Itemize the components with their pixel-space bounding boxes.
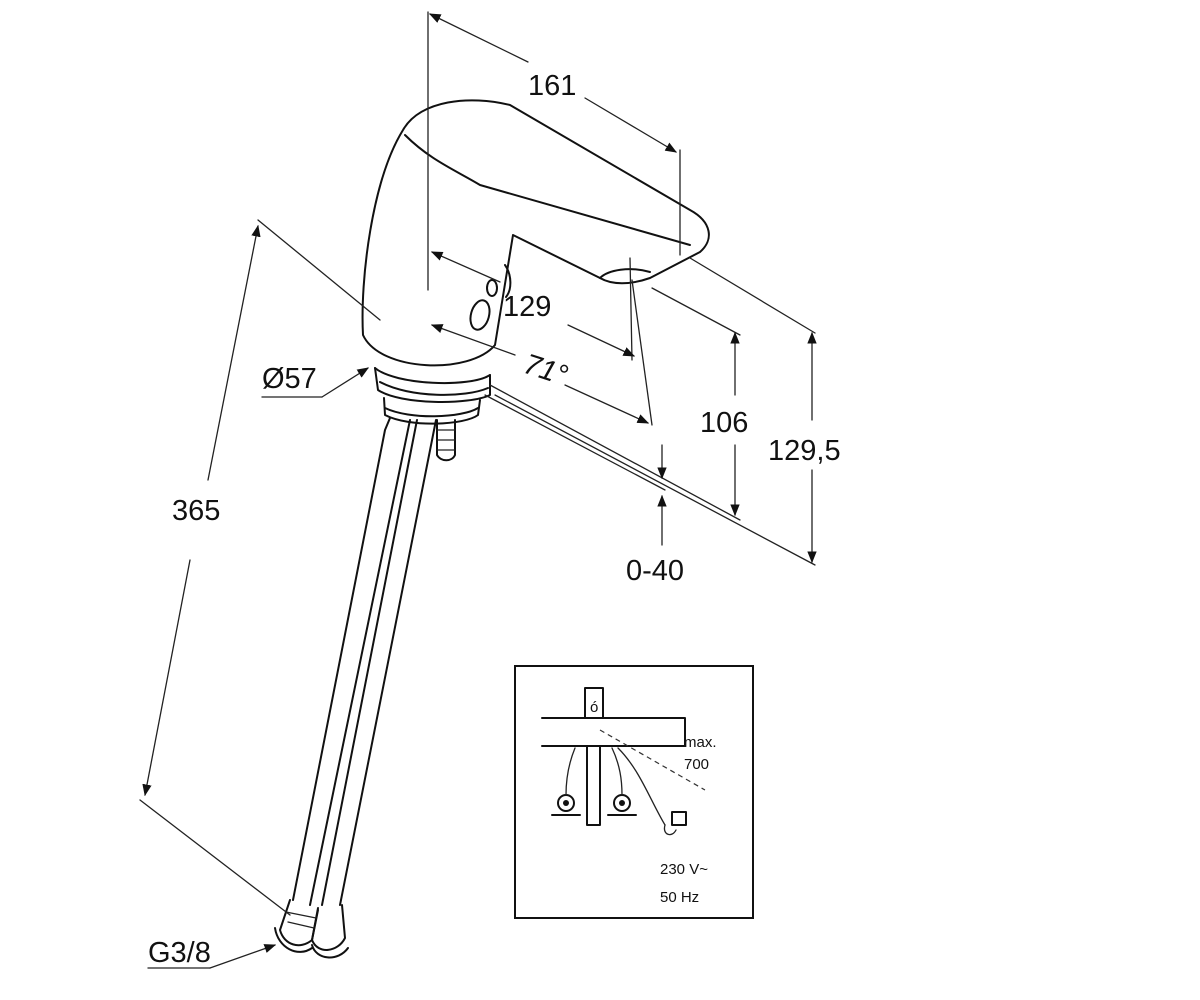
dim-129-5: 129,5 — [768, 435, 841, 467]
dim-365: 365 — [172, 495, 220, 527]
dim-106: 106 — [700, 407, 748, 439]
base-ring — [374, 367, 491, 425]
inset-voltage: 230 V~ — [660, 861, 708, 878]
faucet-body — [361, 99, 710, 367]
inset-max-label: max. — [684, 734, 717, 751]
dim-129: 129 — [503, 291, 551, 323]
threaded-stud — [436, 419, 456, 462]
installation-inset: ó — [514, 665, 754, 919]
inset-frequency: 50 Hz — [660, 889, 699, 906]
inset-max-value: 700 — [684, 756, 709, 773]
svg-text:ó: ó — [590, 699, 598, 716]
hose-fittings — [274, 899, 349, 959]
dim-161: 161 — [528, 70, 576, 102]
dim-base-diameter: Ø57 — [262, 363, 317, 395]
dimension-lines — [139, 11, 817, 969]
supply-hoses — [292, 417, 437, 906]
dim-0-40: 0-40 — [626, 555, 684, 587]
dim-thread: G3/8 — [148, 937, 211, 969]
dim-angle: 71° — [520, 348, 572, 392]
